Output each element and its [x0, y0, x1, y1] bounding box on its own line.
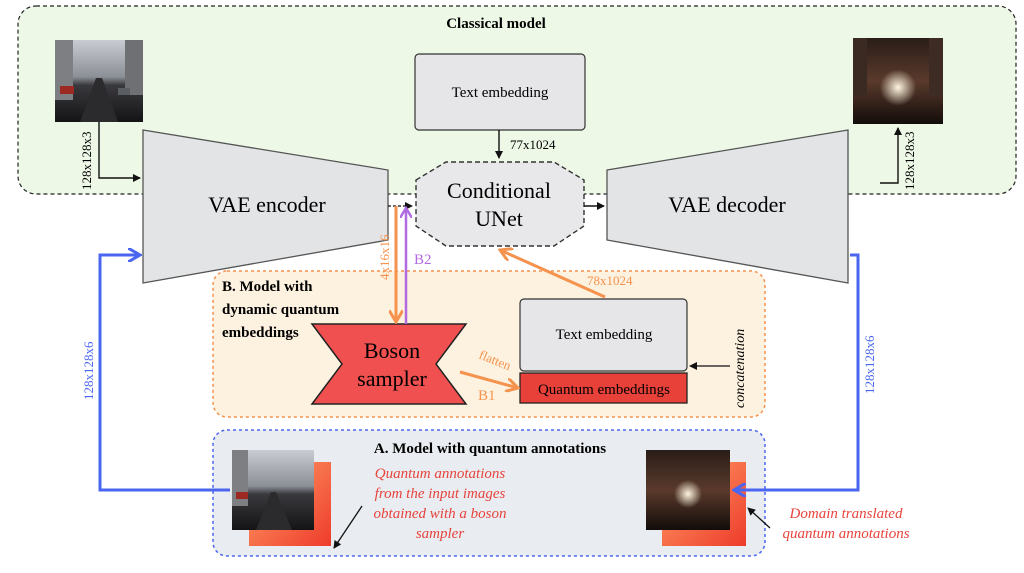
- boson-to-quantum-b1-arrow: [459, 370, 518, 388]
- conditional-unet-block: [415, 161, 585, 247]
- b1-label: B1: [478, 388, 496, 404]
- text-embedding-box-b: [519, 298, 688, 372]
- section-a-title: A. Model with quantum annotations: [374, 441, 606, 457]
- section-b-title-3: embeddings: [222, 325, 299, 341]
- vae-encoder-label: VAE encoder: [208, 192, 326, 217]
- decoder-to-annotations-arrow: [734, 253, 860, 490]
- latent-dim-label: 4x16x16: [377, 234, 392, 280]
- cond-dim-label: 78x1024: [587, 273, 633, 288]
- domain-text-2: quantum annotations: [782, 526, 909, 542]
- annot-text-1: Quantum annotations: [375, 466, 506, 482]
- quantum-embeddings-label: Quantum embeddings: [538, 382, 670, 398]
- annot-text-2: from the input images: [375, 486, 506, 502]
- unet-label-line1: Conditional: [447, 178, 551, 203]
- quantum-embeddings-box: [519, 372, 688, 404]
- annot-text-3: obtained with a boson: [374, 506, 507, 522]
- text-dim-label: 77x1024: [510, 137, 556, 152]
- boson-sampler-line2: sampler: [357, 366, 427, 391]
- right-dim-label: 128x128x6: [862, 335, 877, 394]
- input-dim-label: 128x128x3: [79, 132, 94, 191]
- input-image: [55, 40, 143, 122]
- b2-label: B2: [414, 252, 432, 268]
- output-dim-label: 128x128x3: [902, 132, 917, 191]
- text-embedding-top-label: Text embedding: [452, 85, 549, 101]
- output-annotation-stack: [646, 450, 746, 546]
- vae-decoder-label: VAE decoder: [668, 192, 786, 217]
- text-embedding-b-label: Text embedding: [556, 327, 653, 343]
- annot-pointer-arrow: [333, 505, 363, 549]
- output-image: [853, 38, 943, 124]
- text-embedding-box-top: [414, 53, 586, 131]
- cond-embedding-to-unet-arrow: [500, 250, 606, 299]
- vae-decoder-block: [606, 129, 849, 284]
- section-b-title-2: dynamic quantum: [222, 302, 340, 318]
- vae-encoder-block: [142, 129, 389, 284]
- annot-text-4: sampler: [416, 526, 464, 542]
- output-arrow: [880, 127, 902, 184]
- concatenation-label: concatenation: [733, 329, 748, 408]
- section-a-region: [212, 429, 766, 557]
- classical-model-title: Classical model: [446, 16, 546, 32]
- left-dim-label: 128x128x6: [81, 341, 96, 400]
- unet-label-line2: UNet: [475, 206, 523, 231]
- annotations-to-encoder-arrow: [98, 255, 230, 492]
- section-b-title-1: B. Model with: [222, 279, 313, 295]
- input-annotation-stack: [232, 450, 331, 546]
- domain-text-1: Domain translated: [789, 506, 903, 522]
- boson-sampler-block: [310, 323, 468, 405]
- input-arrow: [98, 122, 141, 182]
- domain-pointer-arrow: [747, 507, 771, 529]
- boson-sampler-line1: Boson: [364, 338, 420, 363]
